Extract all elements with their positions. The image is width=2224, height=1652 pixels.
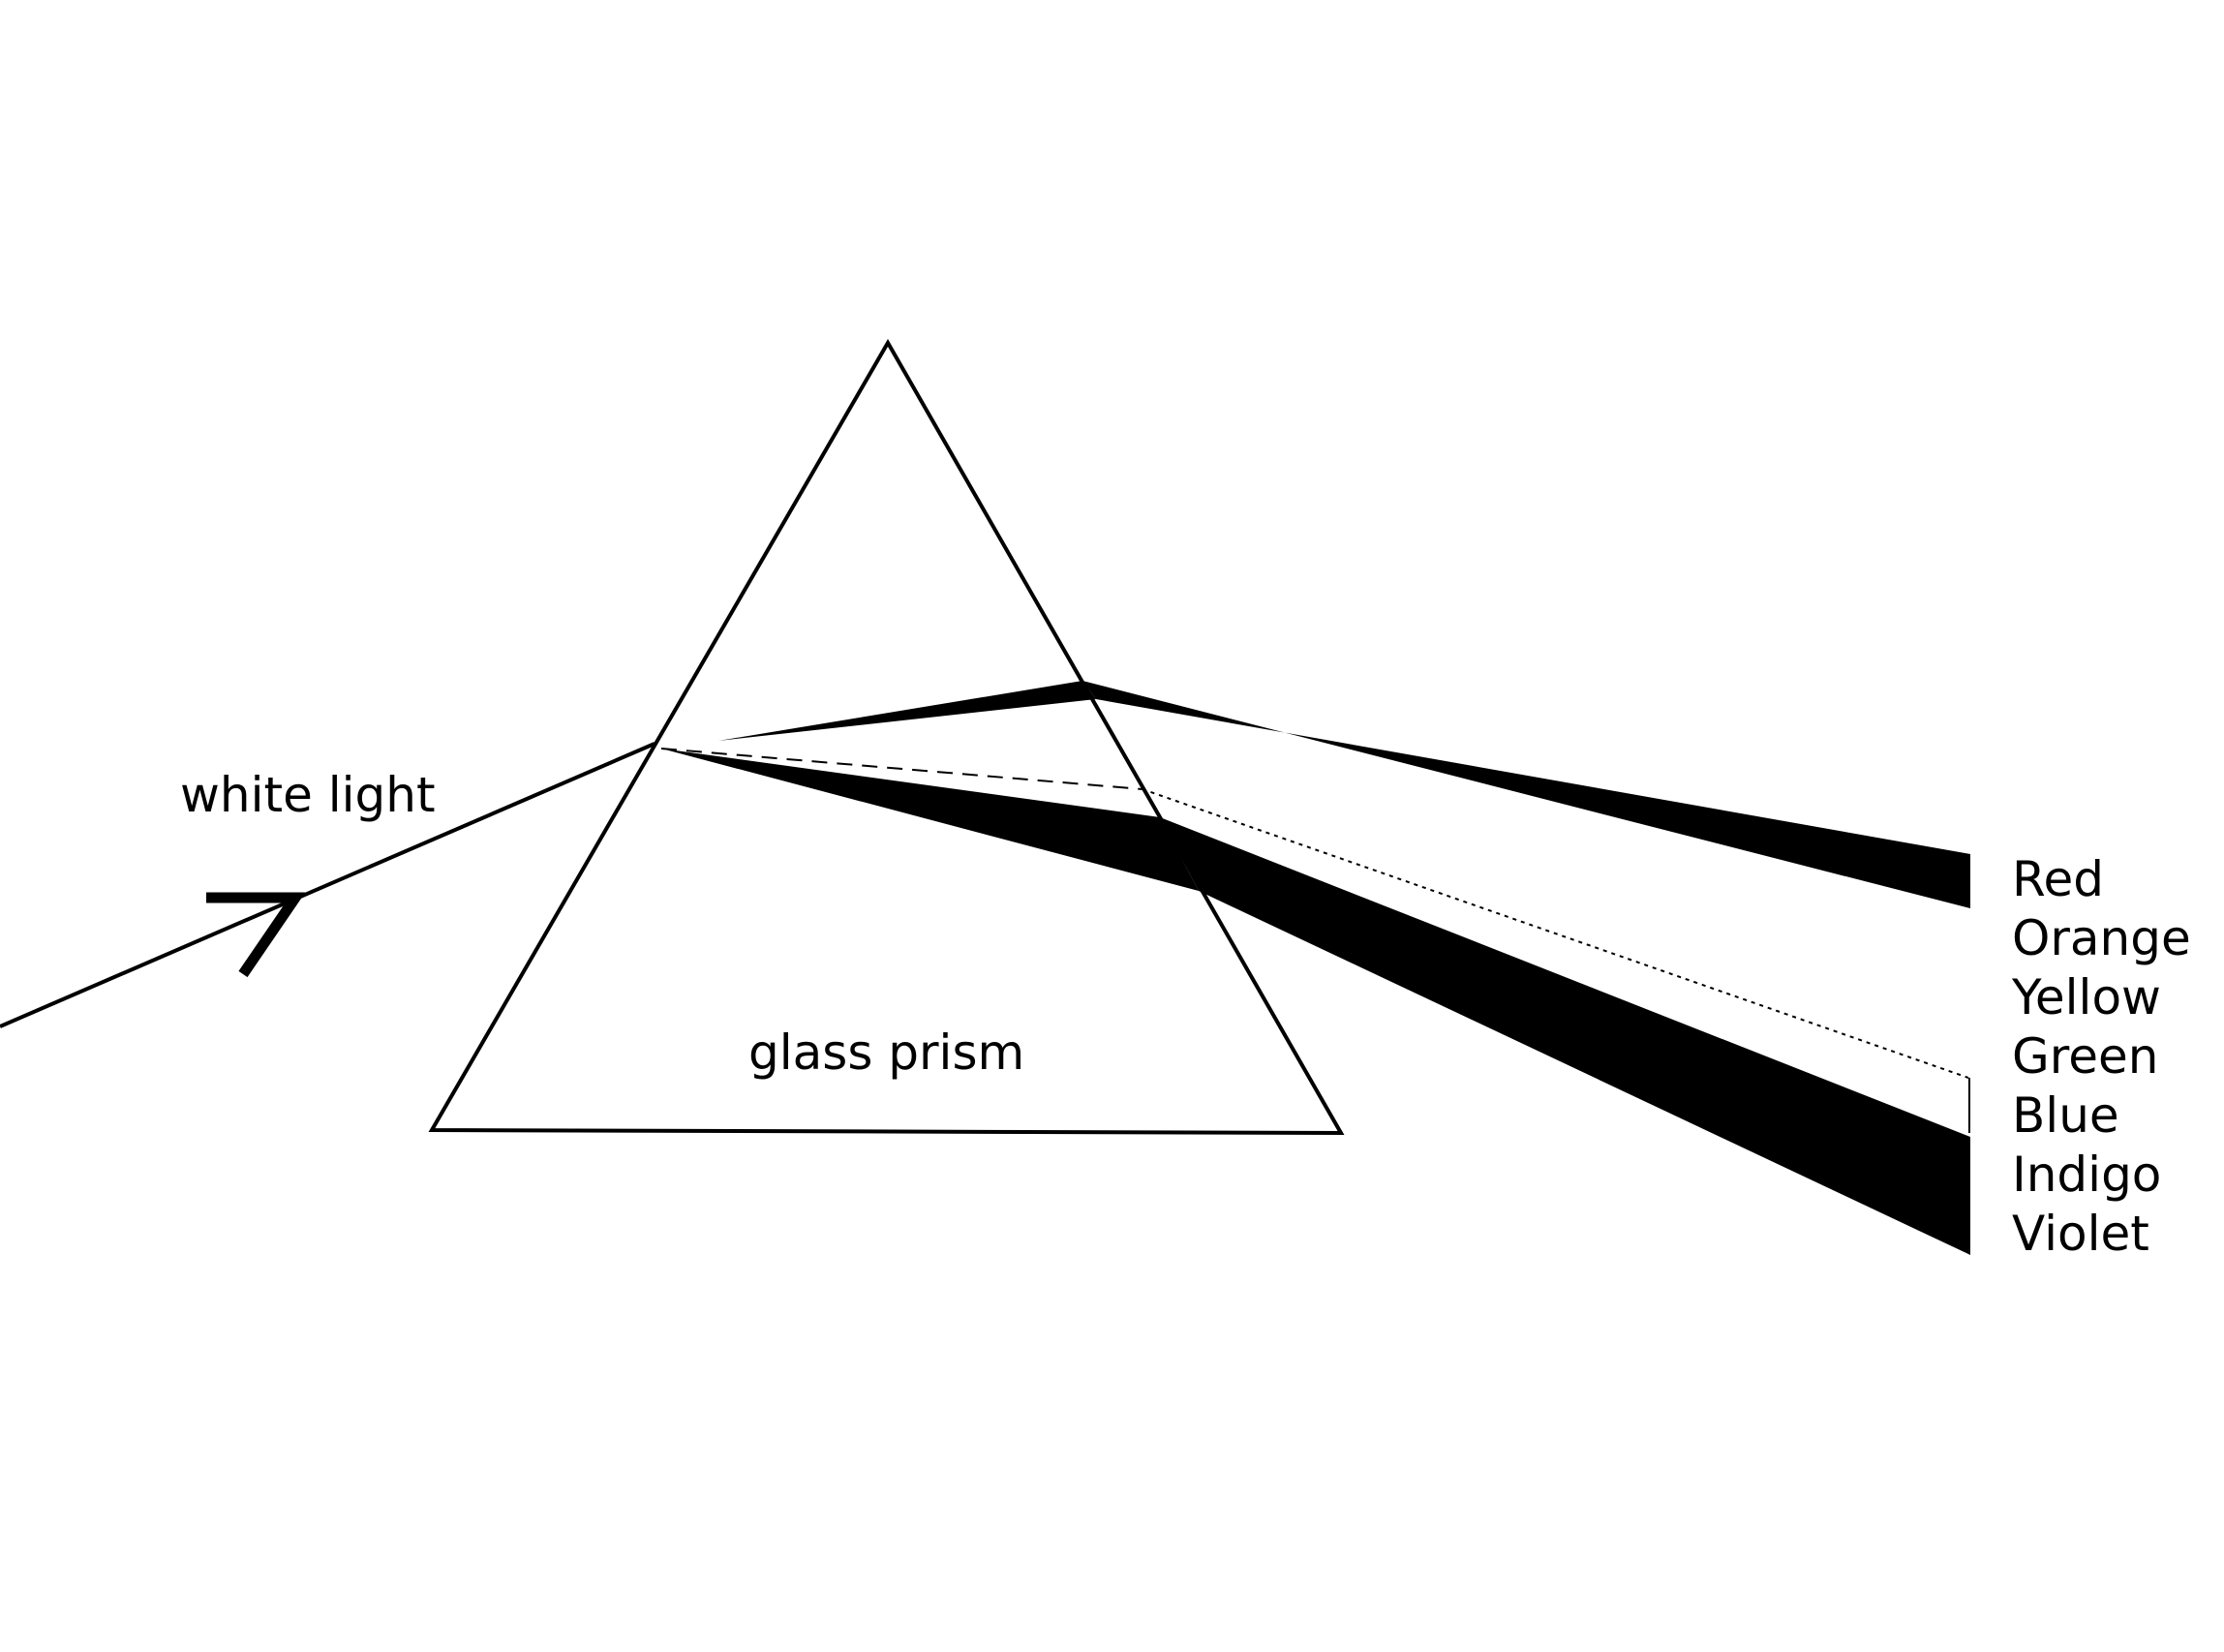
ray-direction-arrow-icon	[206, 892, 306, 978]
central-ray-dashed	[660, 748, 1143, 790]
central-ray-dotted	[1142, 788, 1969, 1079]
violet-beam-exit	[1160, 817, 1970, 1255]
spectrum-label-yellow: Yellow	[2011, 969, 2161, 1025]
spectrum-label-red: Red	[2012, 851, 2104, 907]
white-light-label: white light	[180, 767, 436, 823]
spectrum-label-blue: Blue	[2012, 1087, 2119, 1144]
red-beam-internal	[718, 681, 1096, 741]
spectrum-label-green: Green	[2012, 1028, 2158, 1085]
spectrum-color-list: Red Orange Yellow Green Blue Indigo Viol…	[2011, 851, 2191, 1262]
spectrum-label-indigo: Indigo	[2012, 1147, 2161, 1203]
glass-prism	[428, 338, 1345, 1136]
white-light-ray	[0, 742, 655, 1028]
spectrum-label-orange: Orange	[2012, 910, 2191, 966]
violet-beam-internal	[661, 749, 1199, 891]
red-beam-exit	[1082, 681, 1970, 908]
glass-prism-label: glass prism	[748, 1025, 1024, 1081]
spectrum-label-violet: Violet	[2012, 1206, 2149, 1262]
